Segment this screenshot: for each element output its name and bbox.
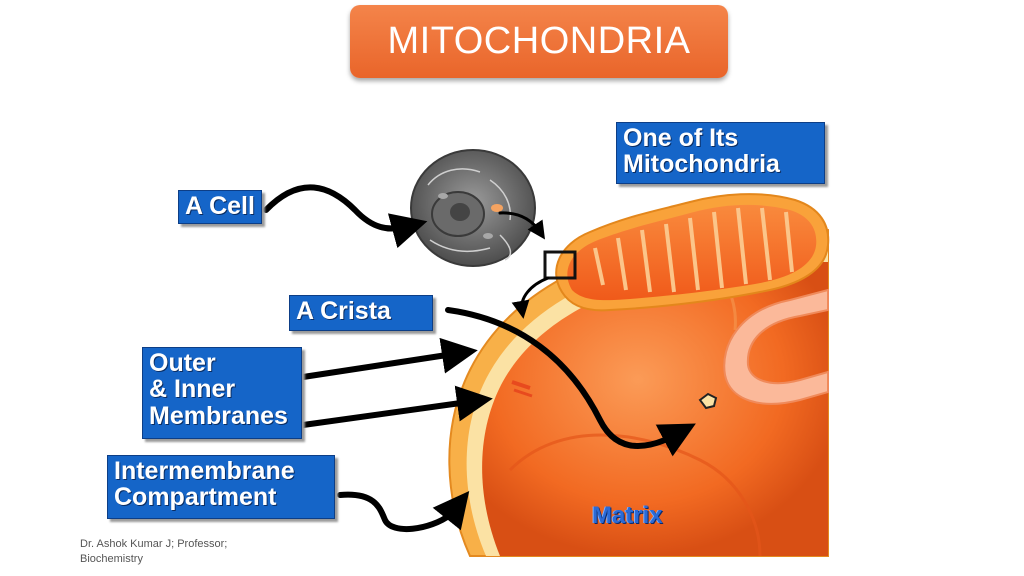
arrow-outer-membrane [303,353,460,377]
footer-credit: Dr. Ashok Kumar J; Professor; Biochemist… [80,537,280,567]
label-matrix: Matrix [592,502,663,530]
label-membranes: Outer & Inner Membranes [142,347,302,439]
arrow-inner-membrane [303,401,475,425]
label-a-crista: A Crista [289,295,433,331]
label-a-cell: A Cell [178,190,262,224]
cell-illustration [411,150,535,266]
label-one-of-its-mitochondria: One of Its Mitochondria [616,122,825,184]
page-title: MITOCHONDRIA [350,5,728,78]
label-intermembrane-compartment: Intermembrane Compartment [107,455,335,519]
arrow-intermembrane [340,495,458,529]
arrow-cell [266,187,410,228]
